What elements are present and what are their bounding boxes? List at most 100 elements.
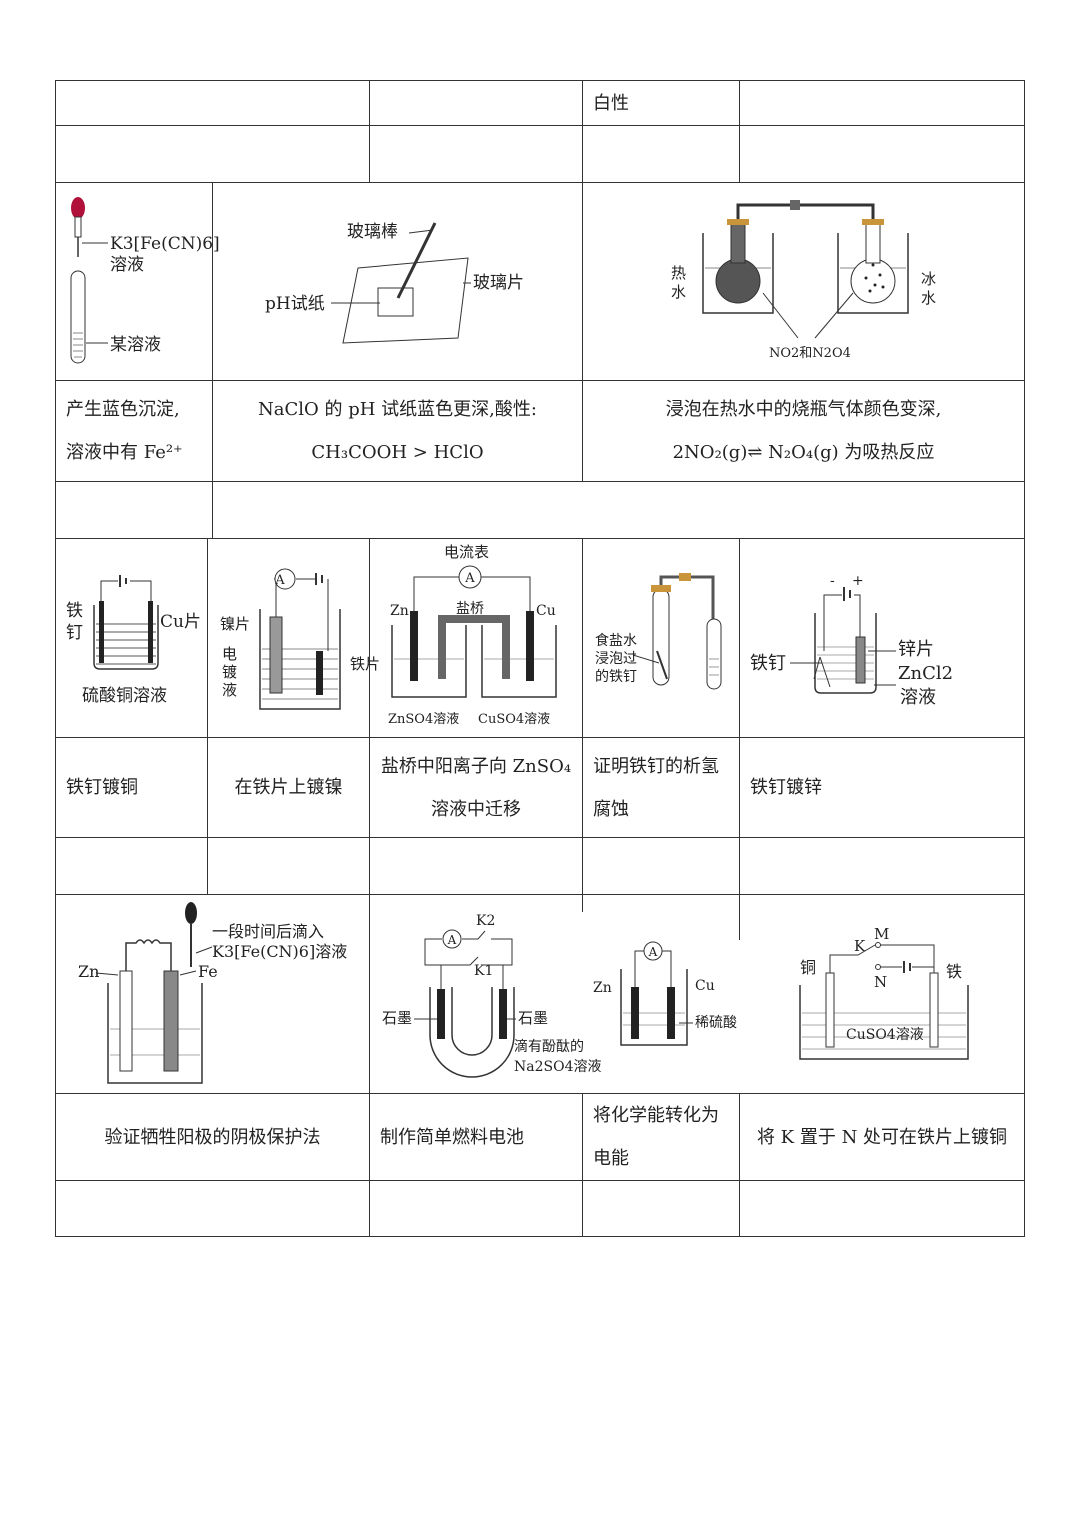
ammeter-label: A: [447, 933, 457, 947]
acid-label: 稀硫酸: [695, 1015, 737, 1031]
row1-text: 白性: [593, 92, 629, 114]
fe-label: Fe: [198, 962, 218, 981]
ammeter: [442, 929, 462, 949]
ph-paper: [377, 287, 414, 317]
ammeter: [274, 568, 296, 590]
note-line1: 一段时间后滴入: [212, 922, 324, 941]
svg-text:+: +: [852, 573, 864, 589]
zn-label: Zn: [593, 980, 612, 996]
figure-copper-plating: 铁 钉 Cu片 硫酸铜溶液: [66, 575, 201, 706]
solution-line2: Na2SO4溶液: [514, 1059, 601, 1075]
ammeter: [458, 565, 482, 589]
copper-label: 铜: [800, 958, 816, 977]
bridge-label: 盐桥: [456, 601, 484, 617]
figure-switch-plating: 铜 铁 K M N CuSO4溶液: [799, 925, 969, 1060]
nickel-plate: [269, 616, 283, 694]
figure-nickel-plating: A 镍片 电 镀 液 铁片: [220, 568, 380, 710]
solution-label: 某溶液: [110, 335, 161, 355]
zn-label: Zn: [78, 962, 99, 981]
fe-rod: [163, 970, 179, 1072]
desc5-text-2: 制作简单燃料电池: [380, 1126, 524, 1148]
nickel-label: 镍片: [220, 615, 250, 633]
k1-label: K1: [474, 963, 493, 979]
cu-label: Cu: [695, 978, 715, 994]
ammeter-label: A: [464, 571, 475, 586]
figure-no2-flasks: 热 水 冰 水 NO2和N2O4: [671, 200, 936, 361]
figure-dropper-test: K3[Fe(CN)6] 溶液 某溶液: [70, 197, 220, 364]
desc4-text-3a: 盐桥中阳离子向 ZnSO₄: [380, 755, 572, 777]
corrosion-label-2: 浸泡过: [595, 651, 637, 667]
k2-label: K2: [476, 913, 495, 929]
cuso4-label: CuSO4溶液: [846, 1027, 924, 1043]
ammeter: [643, 941, 663, 961]
desc4-cell-3: 盐桥中阳离子向 ZnSO₄ 溶液中迁移: [370, 738, 582, 837]
hot-label-1: 热: [671, 264, 686, 282]
ice-beaker: [837, 233, 909, 314]
desc2-line1: NaClO 的 pH 试纸蓝色更深,酸性:: [258, 399, 537, 420]
desc4-text-4b: 腐蚀: [593, 798, 629, 820]
test-tube: [70, 270, 86, 364]
hot-flask: [715, 258, 761, 304]
iron-electrode: [929, 972, 939, 1048]
iron-label-1: 铁: [66, 601, 83, 621]
zinc-plate: [855, 636, 866, 684]
n-label: N: [874, 973, 887, 991]
desc1-cell: 产生蓝色沉淀, 溶液中有 Fe²⁺: [56, 381, 212, 481]
graphite-right-label: 石墨: [518, 1009, 548, 1027]
k-label: K: [854, 937, 866, 955]
left-graphite: [437, 989, 445, 1039]
svg-text:-: -: [830, 573, 835, 589]
zncl2-label: ZnCl2: [898, 663, 953, 684]
zncl2-solution-label: 溶液: [900, 687, 936, 708]
desc4-cell-2: 在铁片上镀镍: [208, 738, 369, 837]
iron-label: 铁: [946, 962, 962, 981]
solution-line1: 滴有酚酞的: [514, 1038, 584, 1055]
zn-electrode: [631, 987, 639, 1039]
hot-beaker: [702, 233, 774, 314]
desc4-cell-5: 铁钉镀锌: [740, 738, 1024, 837]
solution-label: 硫酸铜溶液: [82, 686, 167, 706]
desc2-line2: CH₃COOH > HClO: [311, 442, 484, 463]
cu-electrode: [526, 611, 534, 681]
desc4-text-4a: 证明铁钉的析氢: [593, 755, 719, 777]
iron-label-2: 钉: [66, 623, 83, 643]
ammeter-title: 电流表: [444, 543, 489, 561]
dropper-bulb: [71, 197, 85, 219]
desc2-cell: NaClO 的 pH 试纸蓝色更深,酸性: CH₃COOH > HClO: [213, 381, 582, 481]
desc3-line2: 2NO₂(g)⇌ N₂O₄(g) 为吸热反应: [672, 442, 935, 463]
graphite-left-label: 石墨: [382, 1009, 412, 1027]
right-graphite: [499, 989, 507, 1039]
liquid-label-3: 液: [222, 681, 237, 699]
salt-bridge: [438, 615, 510, 679]
copper-electrode: [825, 972, 835, 1048]
reagent-label: K3[Fe(CN)6]: [110, 234, 220, 254]
right-solution-label: CuSO4溶液: [478, 712, 550, 727]
desc4-text-1: 铁钉镀铜: [66, 777, 138, 798]
desc3-cell: 浸泡在热水中的烧瓶气体颜色变深, 2NO₂(g)⇌ N₂O₄(g) 为吸热反应: [583, 381, 1024, 481]
figure-galvanic-cell: A Zn Cu 稀硫酸: [593, 941, 737, 1046]
desc4-text-2: 在铁片上镀镍: [234, 777, 343, 798]
ice-label-2: 水: [921, 289, 936, 307]
figure-sacrificial-anode: 一段时间后滴入 K3[Fe(CN)6]溶液 Zn Fe: [78, 902, 347, 1084]
desc1-line1: 产生蓝色沉淀,: [66, 399, 180, 420]
desc4-text-3b: 溶液中迁移: [431, 798, 521, 820]
ammeter-label: A: [274, 573, 285, 588]
zn-label: Zn: [390, 603, 409, 619]
corrosion-label-3: 的铁钉: [595, 669, 637, 685]
water-tube: [706, 618, 722, 690]
desc3-line1: 浸泡在热水中的烧瓶气体颜色变深,: [665, 399, 942, 420]
desc5-text-3a: 将化学能转化为: [593, 1105, 719, 1126]
figure-zinc-plating: - + 铁钉 锌片 ZnCl2 溶液: [750, 573, 953, 708]
liquid-label-2: 镀: [222, 663, 237, 681]
row1-cell-3: 白性: [583, 81, 739, 125]
zn-rod: [119, 970, 133, 1072]
iron-label: 铁片: [350, 655, 380, 673]
dropper-bulb: [185, 902, 197, 924]
iron-plate: [316, 651, 323, 695]
desc4-cell-4: 证明铁钉的析氢 腐蚀: [583, 738, 739, 837]
ice-label-1: 冰: [921, 270, 936, 288]
desc5-text-4: 将 K 置于 N 处可在铁片上镀铜: [756, 1126, 1008, 1148]
figure-corrosion: 食盐水 浸泡过 的铁钉: [595, 573, 722, 690]
desc4-cell-1: 铁钉镀铜: [56, 738, 207, 837]
